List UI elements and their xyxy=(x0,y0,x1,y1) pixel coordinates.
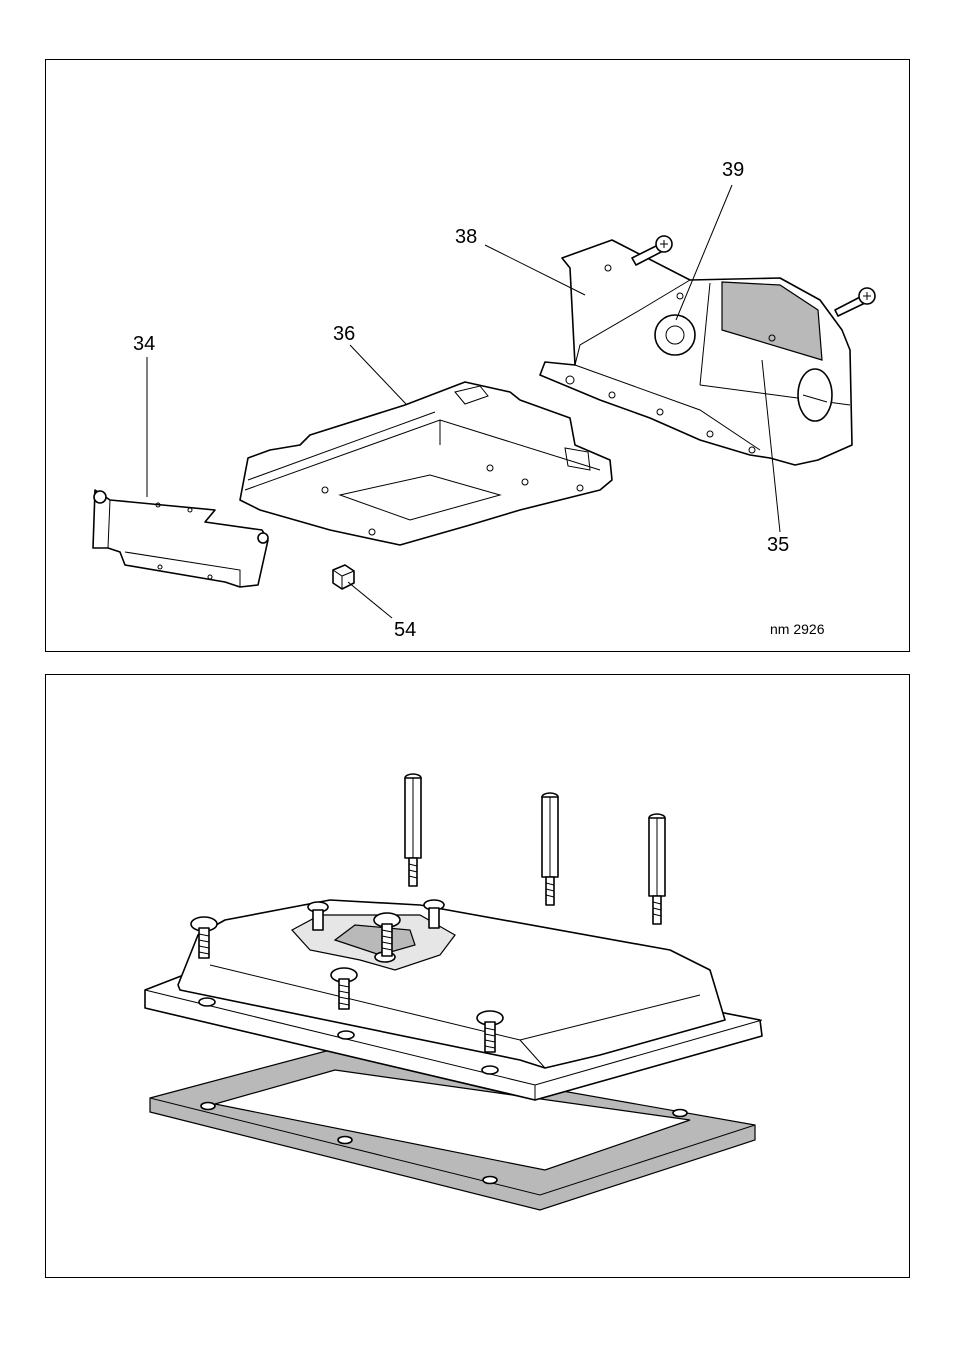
standoff-spacer-1 xyxy=(405,774,421,886)
bracket-part-34 xyxy=(93,490,268,587)
cube-part-54 xyxy=(333,565,354,589)
screw-right-icon xyxy=(835,288,875,316)
cover-part-35 xyxy=(540,240,852,465)
housing-part-36 xyxy=(240,382,612,545)
standoff-spacer-3 xyxy=(649,814,665,924)
callout-34: 34 xyxy=(133,333,155,355)
callout-35: 35 xyxy=(767,534,789,556)
callout-36: 36 xyxy=(333,323,355,345)
callout-38: 38 xyxy=(455,226,477,248)
callout-54: 54 xyxy=(394,619,416,641)
drawing-code: nm 2926 xyxy=(770,621,825,637)
callout-39: 39 xyxy=(722,159,744,181)
dome-cover xyxy=(178,900,725,1068)
standoff-spacer-2 xyxy=(542,793,558,905)
